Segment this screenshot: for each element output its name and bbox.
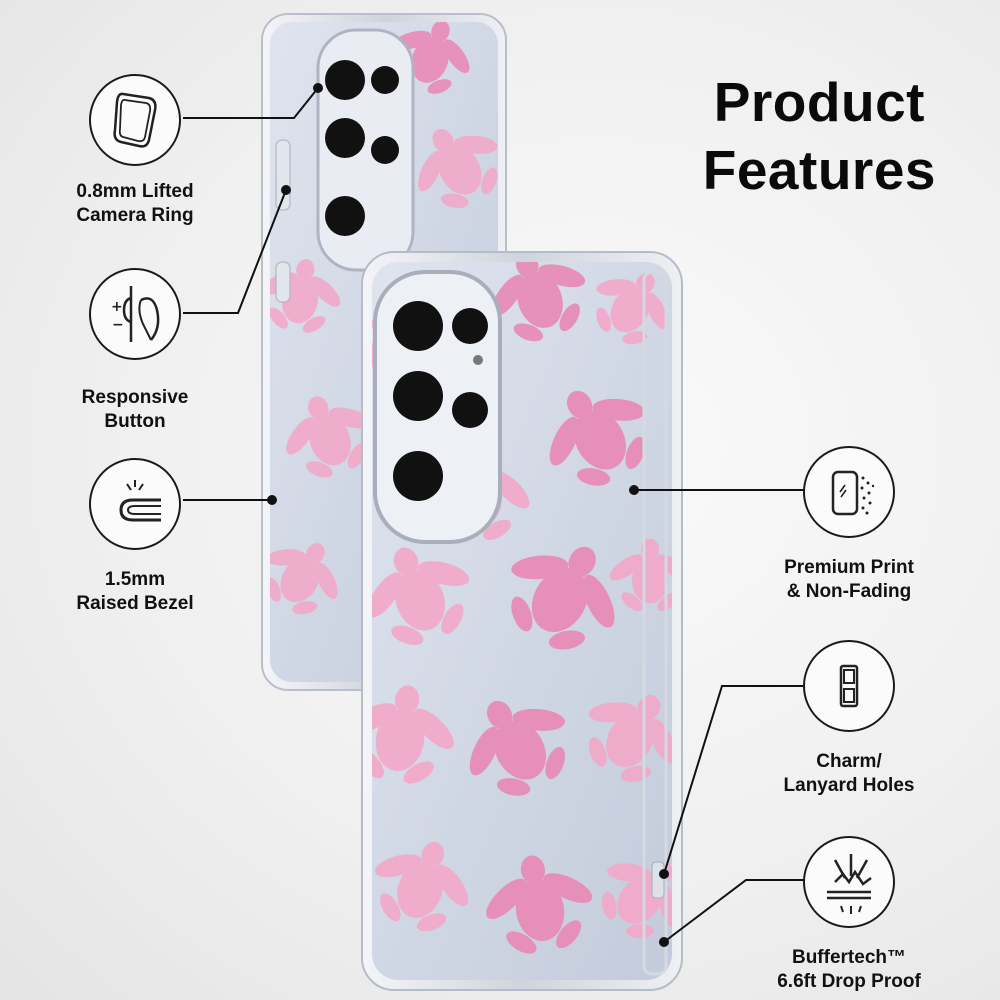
- title-line-2: Features: [702, 139, 936, 201]
- raised-bezel-icon: [89, 458, 181, 550]
- feature-responsive-button-line-1: Responsive: [81, 387, 189, 408]
- feature-lanyard-holes-line-1: Charm/: [816, 751, 882, 772]
- camera-ring-icon: [89, 74, 181, 166]
- feature-drop-proof-line-2: 6.6ft Drop Proof: [777, 971, 921, 992]
- feature-drop-proof: Buffertech™ 6.6ft Drop Proof: [749, 836, 949, 994]
- feature-premium-print-line-1: Premium Print: [784, 557, 914, 578]
- feature-drop-proof-line-1: Buffertech™: [791, 947, 906, 968]
- feature-raised-bezel-line-1: 1.5mm: [104, 569, 166, 590]
- svg-text:+: +: [111, 299, 123, 315]
- svg-text:−: −: [112, 317, 124, 333]
- feature-premium-print: Premium Print & Non-Fading: [749, 446, 949, 604]
- feature-lanyard-holes: Charm/ Lanyard Holes: [749, 640, 949, 798]
- feature-raised-bezel-line-2: Raised Bezel: [76, 593, 194, 614]
- title-line-1: Product: [713, 71, 925, 133]
- feature-responsive-button-line-2: Button: [104, 411, 166, 432]
- feature-camera-ring-line-1: 0.8mm Lifted: [76, 181, 194, 202]
- feature-camera-ring: 0.8mm Lifted Camera Ring: [35, 74, 235, 228]
- drop-proof-icon: [803, 836, 895, 928]
- feature-responsive-button: + − Responsive Button: [35, 268, 235, 434]
- feature-lanyard-holes-line-2: Lanyard Holes: [783, 775, 915, 796]
- lanyard-holes-icon: [803, 640, 895, 732]
- feature-camera-ring-line-2: Camera Ring: [76, 205, 194, 226]
- feature-premium-print-line-2: & Non-Fading: [786, 581, 912, 602]
- page-title: Product Features: [703, 68, 936, 204]
- feature-raised-bezel: 1.5mm Raised Bezel: [35, 458, 235, 616]
- premium-print-icon: [803, 446, 895, 538]
- responsive-button-icon: + −: [89, 268, 181, 360]
